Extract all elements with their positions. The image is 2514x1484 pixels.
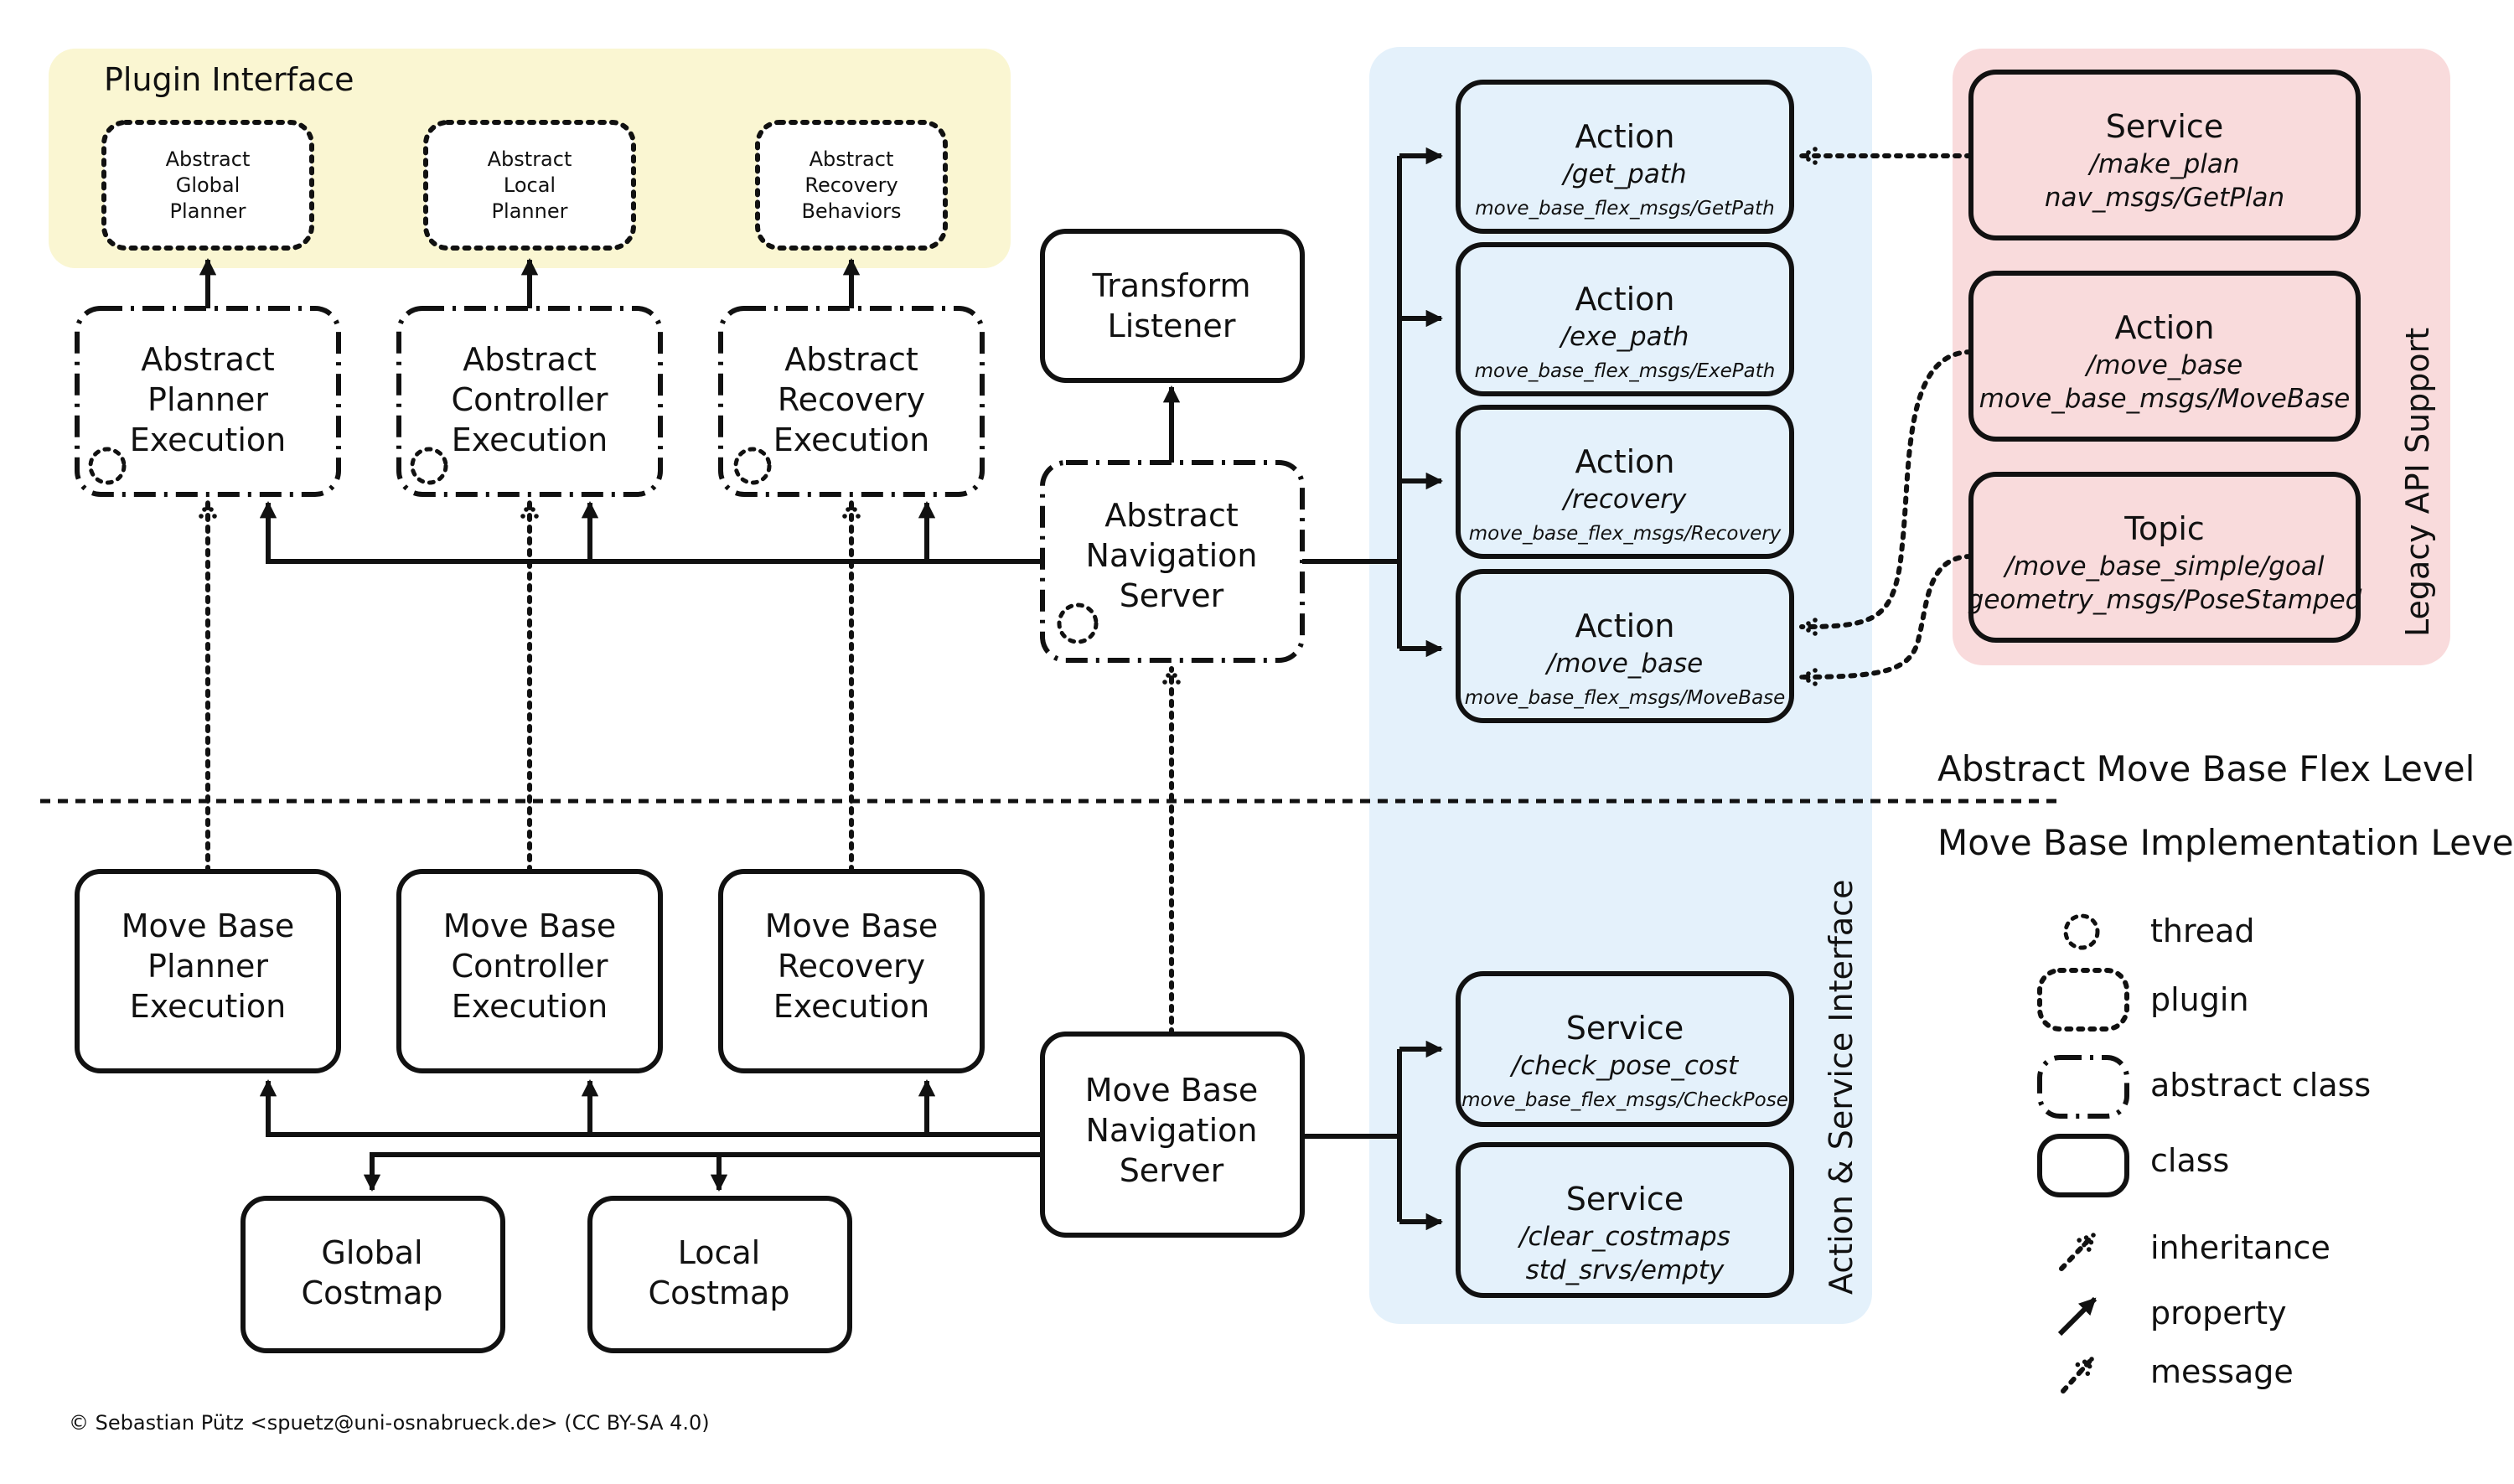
plugin-line-1: Abstract [488, 147, 572, 171]
legend-thread-label: thread [2150, 913, 2255, 949]
plugin-line-3: Planner [170, 199, 246, 223]
legend-plugin-label: plugin [2150, 981, 2249, 1018]
plugin-line-2: Global [176, 173, 241, 197]
plugin-line-1: Abstract [166, 147, 251, 171]
legend-message-label: message [2150, 1353, 2294, 1390]
legend: thread plugin abstract class class inher… [2037, 913, 2371, 1394]
legend-class-icon [2037, 1134, 2129, 1197]
plugin-line-2: Local [504, 173, 556, 197]
thread-icon [733, 447, 772, 485]
plugin-line-2: Recovery [804, 173, 897, 197]
thread-icon [410, 447, 448, 485]
thread-icon [88, 447, 127, 485]
connections [199, 147, 1973, 1231]
plugin-line-3: Planner [492, 199, 568, 223]
legend-message-icon [2061, 1357, 2094, 1394]
action-service-interface-label: Action & Service Interface [1823, 880, 1860, 1295]
plugin-line-3: Behaviors [801, 199, 901, 223]
legacy-api-support-label: Legacy API Support [2399, 328, 2436, 637]
legend-property-label: property [2150, 1295, 2287, 1331]
legend-inheritance-icon [2059, 1233, 2096, 1271]
abstract-level-label: Abstract Move Base Flex Level [1937, 748, 2475, 789]
legend-abstract-class-icon [2037, 1055, 2129, 1119]
legend-inheritance-label: inheritance [2150, 1229, 2330, 1266]
copyright-text: © Sebastian Pütz <spuetz@uni-osnabrueck.… [69, 1411, 710, 1435]
legend-abstract-class-label: abstract class [2150, 1067, 2371, 1104]
thread-icon [1057, 602, 1099, 644]
plugin-interface-label: Plugin Interface [104, 61, 354, 98]
legend-class-label: class [2150, 1142, 2229, 1179]
implementation-level-label: Move Base Implementation Level [1937, 822, 2514, 863]
legend-property-icon [2057, 1296, 2098, 1337]
plugin-line-1: Abstract [810, 147, 894, 171]
legend-plugin-icon [2037, 968, 2129, 1032]
legend-thread-icon [2063, 913, 2100, 950]
